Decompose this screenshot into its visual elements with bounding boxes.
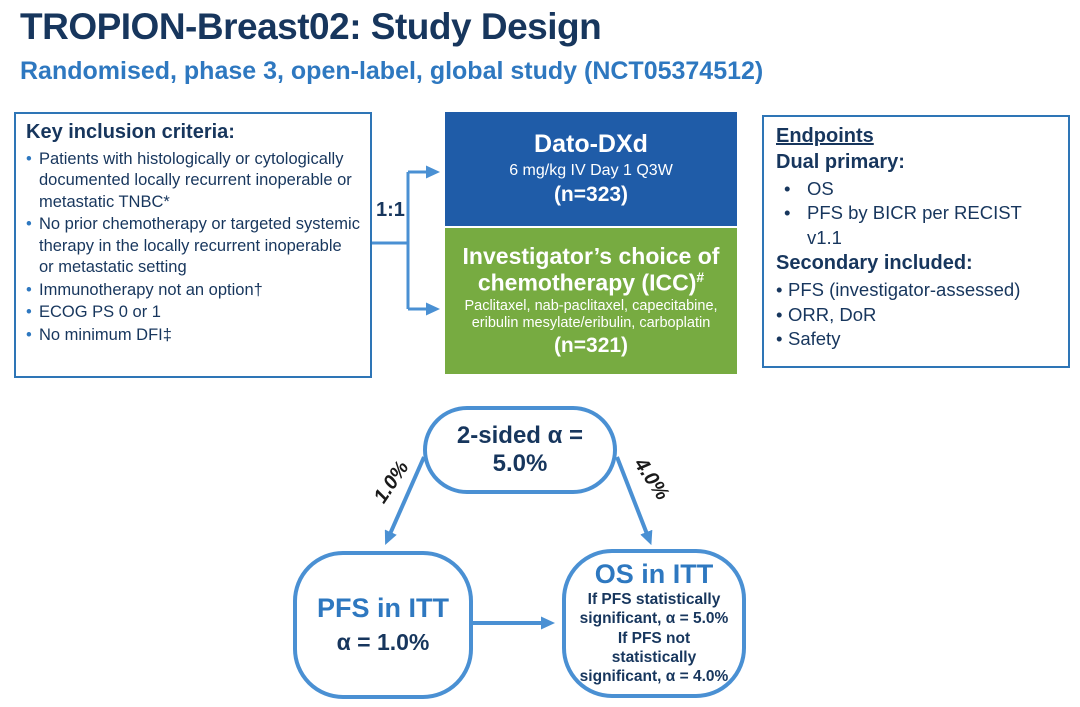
endpoint-item: ORR, DoR xyxy=(776,303,1058,328)
arm-dato-dxd-box: Dato-DXd 6 mg/kg IV Day 1 Q3W (n=323) xyxy=(445,112,737,226)
inclusion-criteria-box: Key inclusion criteria: Patients with hi… xyxy=(14,112,372,378)
endpoint-item: OS xyxy=(776,177,1058,202)
alpha-total-pill: 2-sided α = 5.0% xyxy=(423,406,617,494)
pfs-pill-title: PFS in ITT xyxy=(317,592,449,623)
arm-dato-name: Dato-DXd xyxy=(534,130,648,159)
secondary-list: PFS (investigator-assessed) ORR, DoR Saf… xyxy=(776,278,1058,352)
inclusion-item: Patients with histologically or cytologi… xyxy=(26,149,360,213)
arm-icc-name: Investigator’s choice of chemotherapy (I… xyxy=(462,242,720,296)
page-subtitle: Randomised, phase 3, open-label, global … xyxy=(20,57,764,85)
dual-primary-list: OS PFS by BICR per RECIST v1.1 xyxy=(776,177,1058,250)
arm-icc-footnote-mark: # xyxy=(696,268,705,285)
arm-icc-box: Investigator’s choice of chemotherapy (I… xyxy=(445,228,737,374)
endpoint-item: Safety xyxy=(776,327,1058,352)
alpha-right-arrow-label: 4.0% xyxy=(629,454,674,505)
alpha-left-arrow-label: 1.0% xyxy=(369,457,414,508)
inclusion-list: Patients with histologically or cytologi… xyxy=(26,149,360,346)
os-pill-condition-1: If PFS statistically significant, α = 5.… xyxy=(579,591,729,627)
randomisation-ratio-label: 1:1 xyxy=(376,199,405,221)
arm-icc-n: (n=321) xyxy=(553,334,629,358)
pfs-pill-alpha: α = 1.0% xyxy=(336,629,430,656)
inclusion-item: Immunotherapy not an option† xyxy=(26,280,360,302)
dual-primary-label: Dual primary: xyxy=(776,151,905,173)
inclusion-item: ECOG PS 0 or 1 xyxy=(26,302,360,324)
page-title: TROPION-Breast02: Study Design xyxy=(20,6,602,47)
randomisation-connector xyxy=(372,165,440,316)
endpoints-box: Endpoints Dual primary: OS PFS by BICR p… xyxy=(762,115,1070,368)
endpoint-item: PFS by BICR per RECIST v1.1 xyxy=(776,201,1058,250)
pfs-itt-pill: PFS in ITT α = 1.0% xyxy=(293,551,473,699)
alpha-total-text: 2-sided α = 5.0% xyxy=(456,422,584,477)
inclusion-heading: Key inclusion criteria: xyxy=(26,121,235,143)
secondary-label: Secondary included: xyxy=(776,252,973,275)
endpoints-heading: Endpoints xyxy=(776,125,874,147)
os-itt-pill: OS in ITT If PFS statistically significa… xyxy=(562,549,746,698)
inclusion-item: No minimum DFI‡ xyxy=(26,325,360,347)
arm-dato-n: (n=323) xyxy=(553,182,629,206)
inclusion-item: No prior chemotherapy or targeted system… xyxy=(26,214,360,278)
arm-dato-dose: 6 mg/kg IV Day 1 Q3W xyxy=(509,161,673,179)
os-pill-condition-2: If PFS not statistically significant, α … xyxy=(579,629,729,685)
endpoint-item: PFS (investigator-assessed) xyxy=(776,278,1058,303)
os-pill-title: OS in ITT xyxy=(594,559,714,590)
arm-icc-drugs: Paclitaxel, nab-paclitaxel, capecitabine… xyxy=(464,297,718,331)
